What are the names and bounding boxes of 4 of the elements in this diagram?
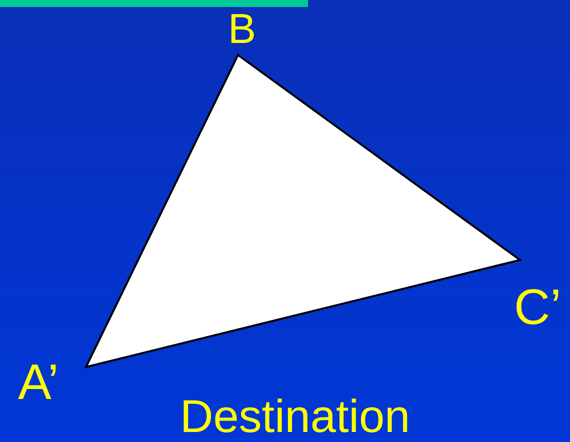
vertex-label: A’: [18, 357, 59, 407]
caption-text: Destination: [180, 393, 410, 439]
vertex-label: B: [228, 8, 256, 50]
vertex-label: C’: [514, 282, 562, 332]
